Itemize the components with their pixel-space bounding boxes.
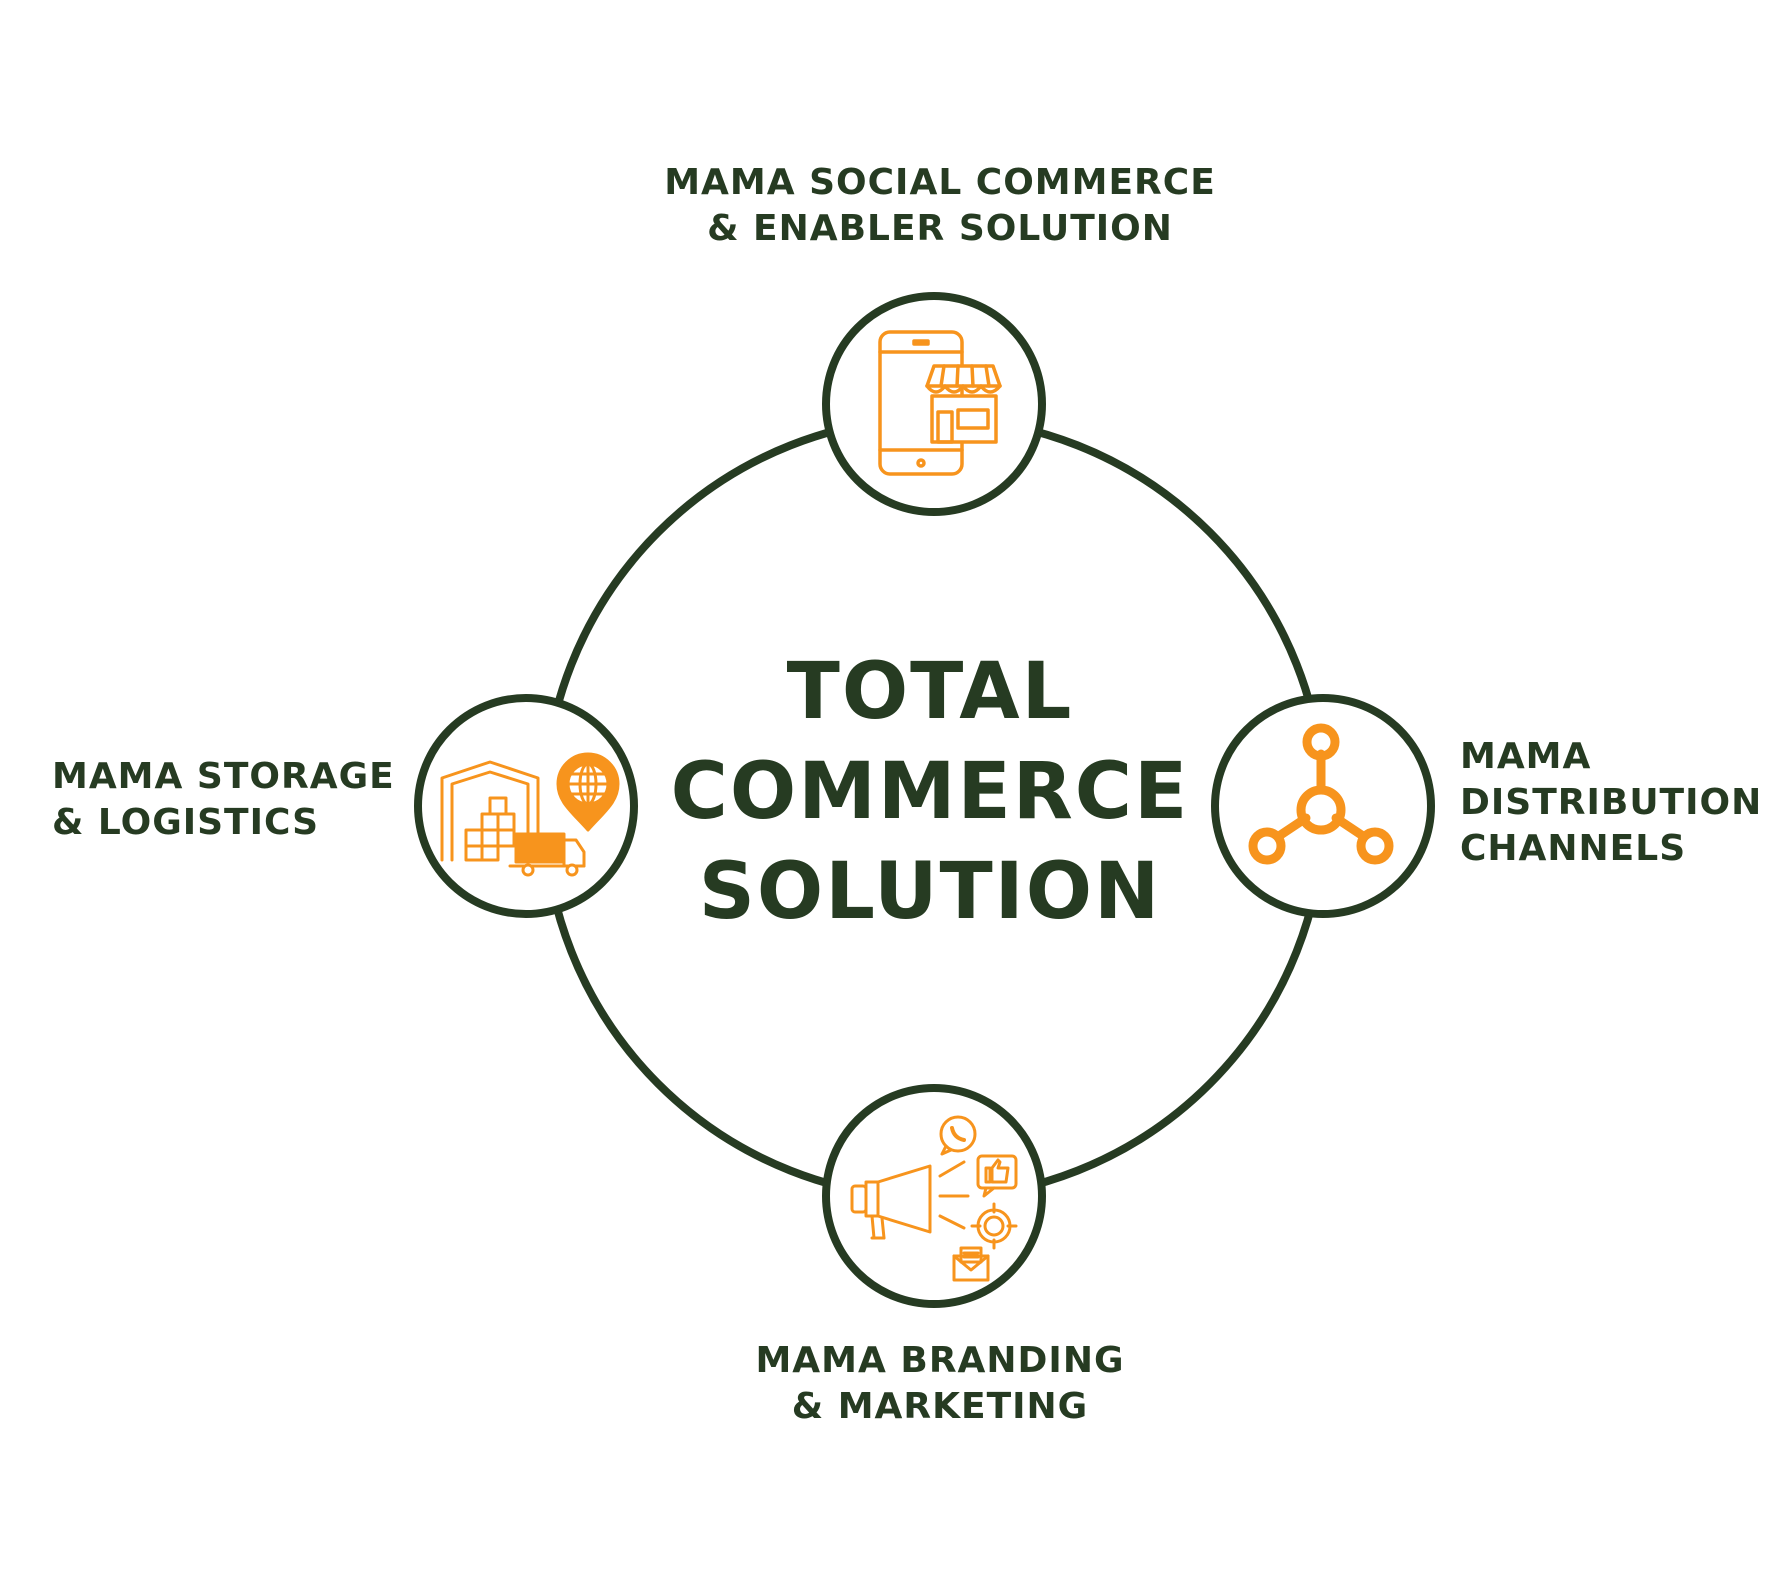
center-title-line: SOLUTION xyxy=(698,847,1162,937)
node-circle-bottom xyxy=(822,1084,1046,1308)
label-line: MAMA STORAGE xyxy=(52,756,395,797)
label-line: DISTRIBUTION xyxy=(1460,782,1763,823)
label-line: & MARKETING xyxy=(791,1386,1089,1427)
label-storage-logistics: MAMA STORAGE & LOGISTICS xyxy=(52,754,395,846)
label-distribution-channels: MAMA DISTRIBUTION CHANNELS xyxy=(1460,734,1762,872)
label-line: & ENABLER SOLUTION xyxy=(707,208,1173,249)
label-social-commerce: MAMA SOCIAL COMMERCE & ENABLER SOLUTION xyxy=(500,160,1380,252)
label-branding-marketing: MAMA BRANDING & MARKETING xyxy=(560,1338,1320,1430)
megaphone-marketing-icon xyxy=(850,1115,1018,1282)
warehouse-logistics-icon xyxy=(440,752,620,877)
label-line: MAMA SOCIAL COMMERCE xyxy=(664,162,1216,203)
label-line: MAMA BRANDING xyxy=(755,1340,1125,1381)
center-title: TOTAL COMMERCE SOLUTION xyxy=(640,642,1220,942)
center-title-line: TOTAL xyxy=(786,647,1074,737)
label-line: & LOGISTICS xyxy=(52,802,320,843)
label-line: CHANNELS xyxy=(1460,828,1687,869)
distribution-network-icon xyxy=(1248,723,1394,865)
center-title-line: COMMERCE xyxy=(670,747,1190,837)
label-line: MAMA xyxy=(1460,736,1592,777)
mobile-shop-icon xyxy=(878,330,1002,476)
